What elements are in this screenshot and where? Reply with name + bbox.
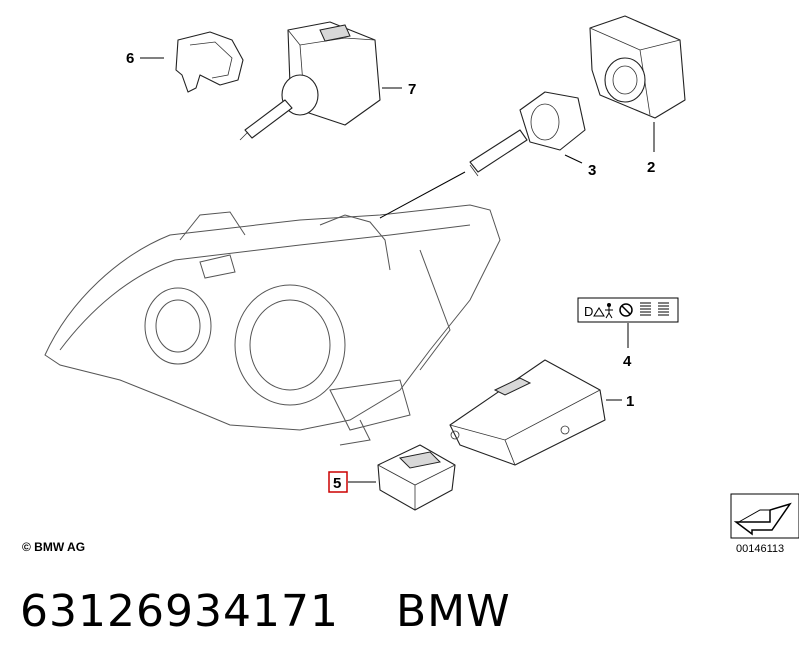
diagram-reference-icon bbox=[730, 493, 799, 539]
callout-4: 4 bbox=[623, 353, 632, 370]
part-3-bulb: 3 bbox=[469, 91, 596, 179]
callout-6: 6 bbox=[126, 50, 134, 67]
part-1-control-unit: 1 bbox=[449, 359, 634, 466]
callout-2: 2 bbox=[647, 159, 655, 176]
footer-caption: 63126934171 BMW bbox=[20, 586, 511, 637]
part-7-bulb-igniter: 7 bbox=[239, 21, 416, 141]
part-4-label: D 4 bbox=[577, 297, 679, 370]
headlight-housing bbox=[44, 171, 501, 446]
part-number: 63126934171 bbox=[20, 586, 339, 637]
svg-text:D: D bbox=[584, 304, 593, 319]
callout-5-highlight-box bbox=[328, 471, 348, 493]
callout-1: 1 bbox=[626, 393, 634, 410]
diagram-reference-number: 00146113 bbox=[736, 543, 785, 555]
part-2-igniter: 2 bbox=[589, 15, 686, 176]
copyright-text: © BMW AG bbox=[22, 540, 86, 554]
callout-3: 3 bbox=[588, 162, 596, 179]
callout-7: 7 bbox=[408, 81, 416, 98]
parts-diagram: 6 7 2 3 D bbox=[44, 15, 799, 539]
brand-name: BMW bbox=[395, 586, 511, 637]
part-6-clip: 6 bbox=[126, 31, 244, 93]
part-5-control-unit: 5 bbox=[328, 444, 456, 511]
callout-5: 5 bbox=[333, 475, 341, 492]
